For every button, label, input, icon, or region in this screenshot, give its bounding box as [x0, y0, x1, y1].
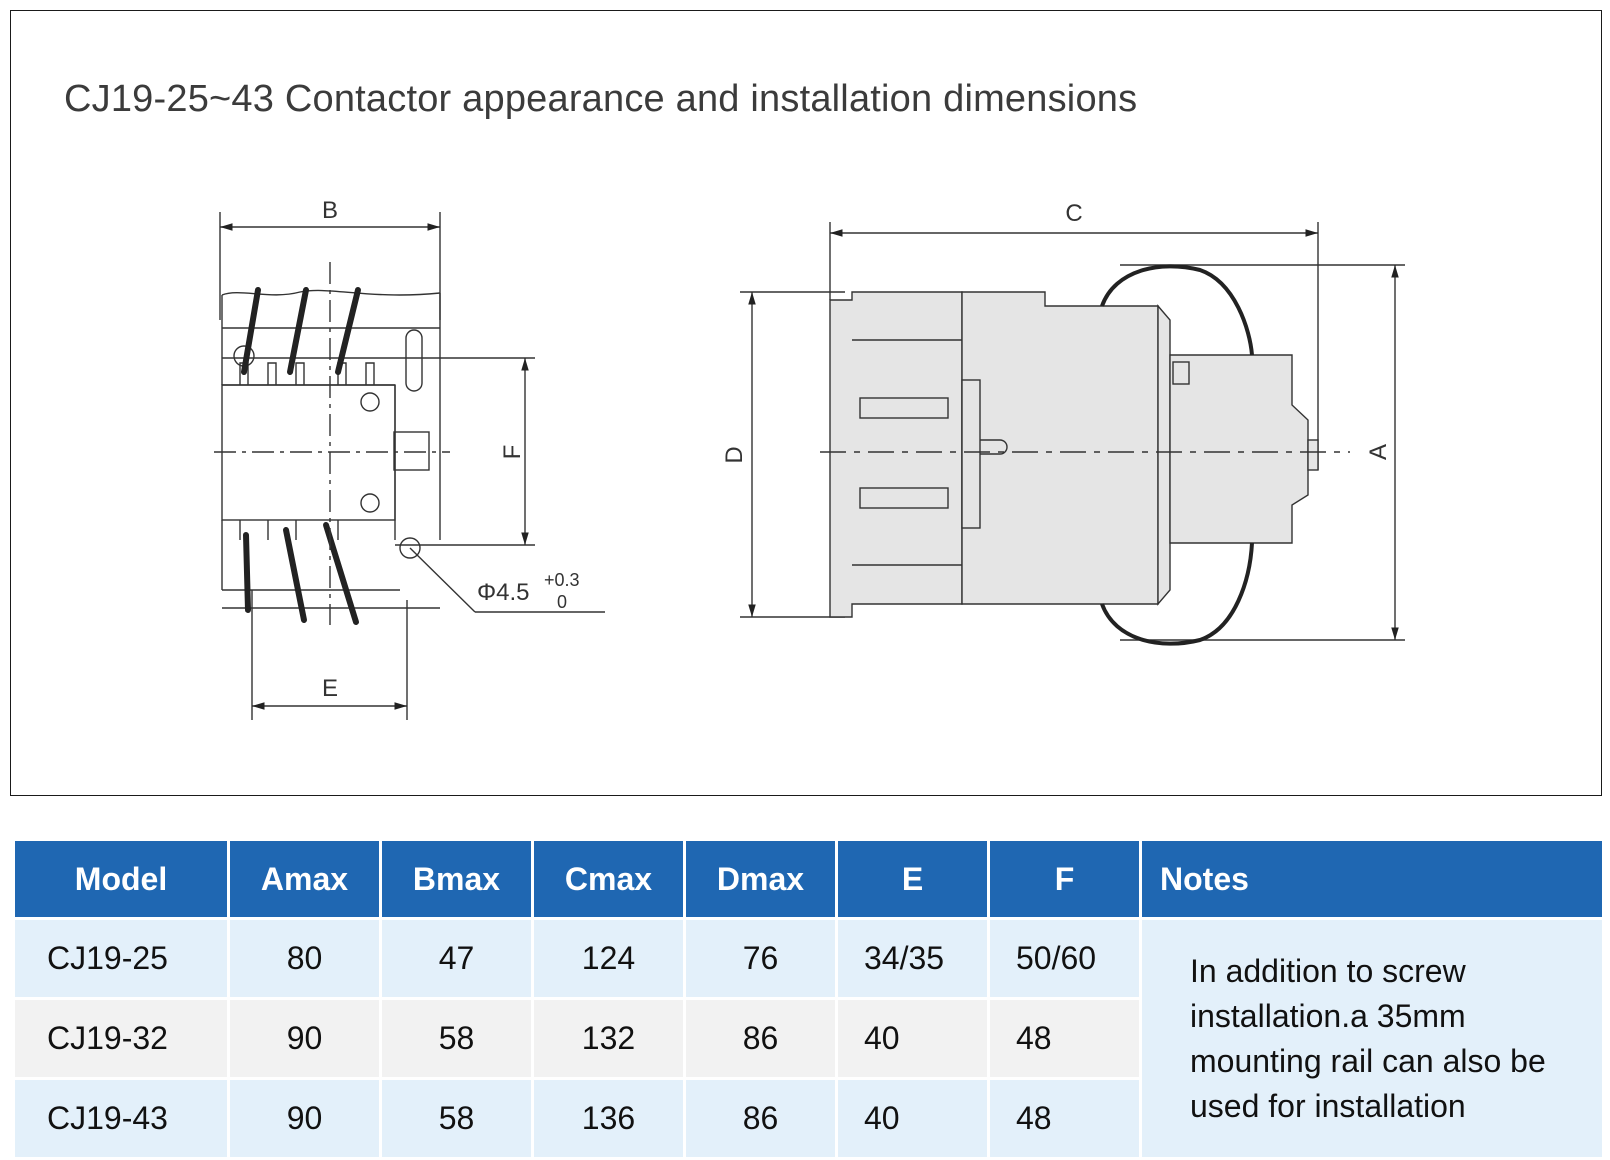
- table-row: CJ19-32 90 58 132 86 40 48: [12, 997, 1604, 1080]
- cell-model: CJ19-25: [12, 917, 230, 1000]
- col-header-amax: Amax: [227, 838, 382, 920]
- dim-label-a: A: [1365, 444, 1392, 460]
- hole-tolerance-upper: +0.3: [544, 570, 580, 590]
- dimension-table: Model Amax Bmax Cmax Dmax E F Notes CJ19…: [12, 838, 1605, 1160]
- table-header-row: Model Amax Bmax Cmax Dmax E F Notes: [12, 838, 1605, 920]
- hole-tolerance-lower: 0: [557, 592, 567, 612]
- front-view-coils: [241, 287, 361, 625]
- cell-amax: 90: [227, 997, 382, 1080]
- col-header-e: E: [835, 838, 990, 920]
- cell-model: CJ19-32: [12, 997, 230, 1080]
- col-header-notes: Notes: [1139, 838, 1605, 920]
- dim-label-f: F: [499, 445, 526, 460]
- cell-model: CJ19-43: [12, 1077, 230, 1160]
- dim-label-c: C: [1065, 200, 1082, 227]
- dim-label-d: D: [721, 446, 748, 463]
- cell-dmax: 86: [683, 1077, 838, 1160]
- cell-f: 48: [987, 997, 1142, 1080]
- cell-e: 40: [835, 1077, 990, 1160]
- col-header-bmax: Bmax: [379, 838, 534, 920]
- col-header-cmax: Cmax: [531, 838, 686, 920]
- side-view-handle: [1100, 264, 1254, 646]
- cell-f: 50/60: [987, 917, 1142, 1000]
- cell-notes: In addition to screw installation.a 35mm…: [1139, 917, 1605, 1160]
- side-view: [740, 222, 1405, 641]
- cell-cmax: 136: [531, 1077, 686, 1160]
- cell-dmax: 76: [683, 917, 838, 1000]
- cell-bmax: 47: [379, 917, 534, 1000]
- cell-cmax: 124: [531, 917, 686, 1000]
- cell-amax: 80: [227, 917, 382, 1000]
- col-header-dmax: Dmax: [683, 838, 838, 920]
- table-row: CJ19-25 80 47 124 76 34/35 50/60 In addi…: [12, 917, 1605, 1160]
- table-row: CJ19-43 90 58 136 86 40 48: [12, 1077, 1604, 1160]
- cell-bmax: 58: [379, 1077, 534, 1160]
- cell-bmax: 58: [379, 997, 534, 1080]
- front-view: [219, 212, 605, 720]
- cell-e: 34/35: [835, 917, 990, 1000]
- cell-e: 40: [835, 997, 990, 1080]
- col-header-model: Model: [12, 838, 230, 920]
- dim-label-b: B: [322, 197, 338, 224]
- cell-f: 48: [987, 1077, 1142, 1160]
- cell-amax: 90: [227, 1077, 382, 1160]
- cell-cmax: 132: [531, 997, 686, 1080]
- diagram-title: CJ19-25~43 Contactor appearance and inst…: [64, 78, 1138, 120]
- front-centerlines: [214, 262, 450, 625]
- hole-diameter-label: Φ4.5: [477, 579, 530, 606]
- dim-label-e: E: [322, 675, 338, 702]
- diagram-frame: [10, 10, 1602, 796]
- dimension-drawing: B E F C D A Φ4.5 +0.3 0: [214, 197, 1405, 720]
- col-header-f: F: [987, 838, 1142, 920]
- cell-dmax: 86: [683, 997, 838, 1080]
